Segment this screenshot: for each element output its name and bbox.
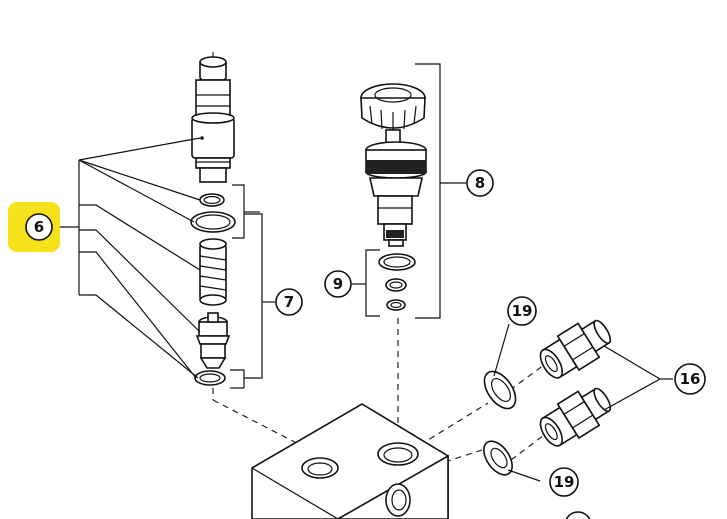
left-cartridge-assembly	[190, 52, 321, 456]
callout-19-upper[interactable]: 19	[507, 296, 537, 326]
callout-7[interactable]: 7	[275, 288, 303, 316]
callout-9[interactable]: 9	[324, 270, 352, 298]
part-7-bracket	[230, 184, 275, 389]
callout-label: 9	[333, 275, 343, 293]
part-6-leader-lines	[58, 137, 201, 379]
callout-label: 6	[34, 218, 44, 236]
fittings-and-seals	[419, 319, 673, 482]
part-9-bracket	[352, 249, 380, 317]
callout-8[interactable]: 8	[466, 169, 494, 197]
callout-label: 16	[680, 370, 701, 388]
callout-label: 19	[554, 473, 575, 491]
callout-19-lower[interactable]: 19	[549, 467, 579, 497]
manifold-block	[251, 403, 591, 519]
callout-label: 19	[512, 302, 533, 320]
callout-label: 7	[284, 293, 294, 311]
knob-cartridge-assembly	[360, 83, 427, 448]
callout-16[interactable]: 16	[674, 363, 706, 395]
callout-label: 8	[475, 174, 485, 192]
callout-6[interactable]: 6	[8, 202, 60, 252]
part-8-bracket	[415, 63, 466, 319]
